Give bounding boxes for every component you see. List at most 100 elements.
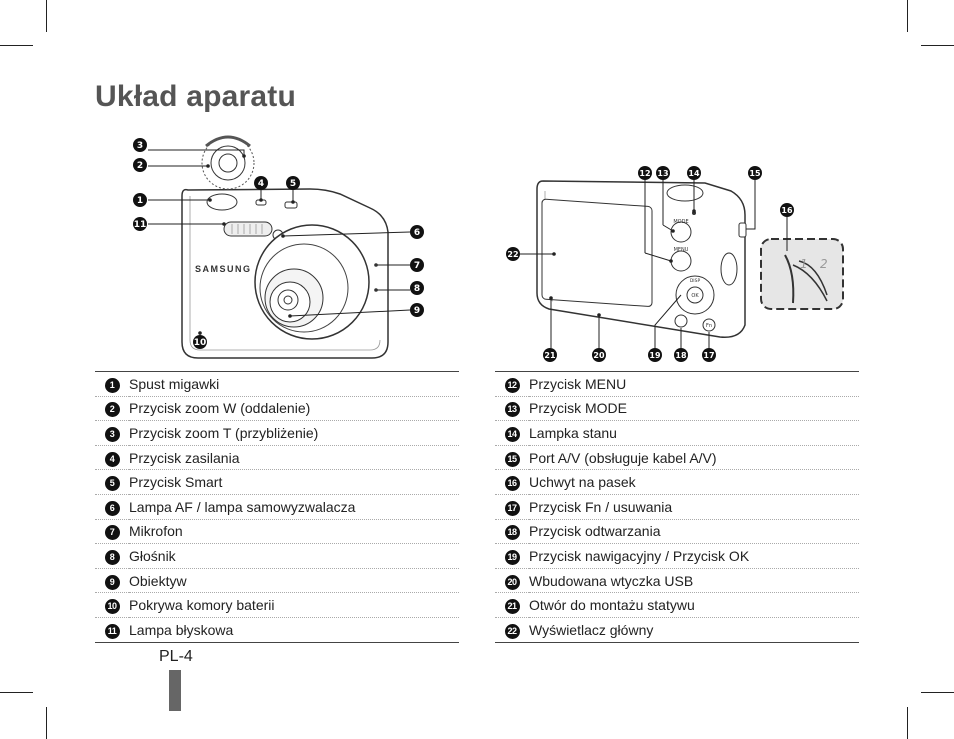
legend-label: Przycisk zoom W (oddalenie) [129,396,459,422]
strap-step: 2 [820,257,828,271]
legend-label: Przycisk nawigacyjny / Przycisk OK [529,543,859,569]
speaker [374,288,378,292]
callout-badge [543,348,557,362]
crop-mark [46,0,47,32]
ok-button [686,286,704,304]
legend-number-badge: 17 [504,500,520,516]
menu-button-label: MENU [674,247,689,253]
legend-row: 16 Uchwyt na pasek [495,469,859,495]
callout-number: 11 [134,220,147,230]
callout-badge [133,138,147,152]
callout-number: 8 [414,284,420,294]
smart-button [284,201,298,209]
mode-button [670,221,692,243]
callout-number: 7 [414,261,420,271]
legend-label: Głośnik [129,543,459,569]
legend-number-badge: 5 [104,476,120,492]
callout-badge [648,348,662,362]
legend-row: 18 Przycisk odtwarzania [495,519,859,545]
legend-label: Lampka stanu [529,420,859,446]
callout-badge [133,193,147,207]
legend-label: Wbudowana wtyczka USB [529,568,859,594]
callout-badge [286,176,300,190]
callout-number: 16 [781,206,793,215]
callout-badge [674,348,688,362]
page-number: PL-4 [159,648,193,665]
callout-number: 21 [544,351,556,360]
legend-number-badge: 22 [504,623,520,639]
av-port [738,222,747,238]
main-display [541,198,653,307]
camera-back-illustration: MODE MENU OK DISP Fn 1 2 12 [506,166,844,362]
legend-label: Przycisk zoom T (przybliżenie) [129,420,459,446]
flash-window [223,221,273,237]
shutter-button [206,193,238,211]
legend-number-badge: 13 [504,402,520,418]
callout-badge [410,281,424,295]
legend-row: 20 Wbudowana wtyczka USB [495,568,859,594]
callout-number: 4 [258,179,264,189]
legend-row: 5 Przycisk Smart [95,469,459,495]
strap-eyelet [720,252,738,286]
callout-number: 6 [414,228,420,238]
legend-number-badge: 10 [104,599,120,615]
callout-badge [638,166,652,180]
ok-button-label: OK [691,293,699,299]
legend-row: 11 Lampa błyskowa [95,617,459,642]
callout-badge [410,225,424,239]
legend-label: Uchwyt na pasek [529,469,859,495]
legend-number-badge: 16 [504,476,520,492]
legend-number-badge: 18 [504,525,520,541]
callout-number: 5 [290,179,296,189]
callout-badge [780,203,794,217]
callout-number: 12 [639,169,650,178]
callout-badge [592,348,606,362]
callout-number: 13 [657,169,668,178]
legend-number-badge: 21 [504,599,520,615]
legend-number-badge: 12 [504,377,520,393]
callout-badge [656,166,670,180]
callout-badges: 12 13 14 15 16 17 18 19 20 21 22 [506,166,794,362]
legend-label: Przycisk MENU [529,371,859,397]
callout-badges: 3 2 1 11 4 5 6 7 8 9 10 [133,138,424,349]
callout-badge [748,166,762,180]
legend-number-badge: 1 [104,377,120,393]
legend-row: 12 Przycisk MENU [495,371,859,397]
legend-number-badge: 11 [104,623,120,639]
strap-step: 1 [800,257,808,271]
legend-number-badge: 15 [504,451,520,467]
callout-badge [506,247,520,261]
callout-number: 3 [137,141,143,151]
legend-number-badge: 3 [104,426,120,442]
zoom-dial-detail [201,135,255,190]
legend-label: Przycisk Smart [129,469,459,495]
crop-mark [0,692,33,693]
callout-badge [254,176,268,190]
callout-number: 22 [507,250,518,259]
page-tab-marker [169,670,181,711]
crop-mark [0,45,33,46]
legend-number-badge: 20 [504,574,520,590]
fn-button-label: Fn [706,323,712,329]
mode-button-label: MODE [673,219,688,225]
legend-label: Przycisk odtwarzania [529,519,859,545]
callout-number: 1 [137,196,143,206]
menu-button [670,250,692,272]
crop-mark [921,692,954,693]
legend-label: Lampa błyskowa [129,621,234,638]
callout-number: 2 [137,161,143,171]
legend-number-badge: 6 [104,500,120,516]
fn-button [702,318,716,332]
callout-number: 17 [703,351,714,360]
